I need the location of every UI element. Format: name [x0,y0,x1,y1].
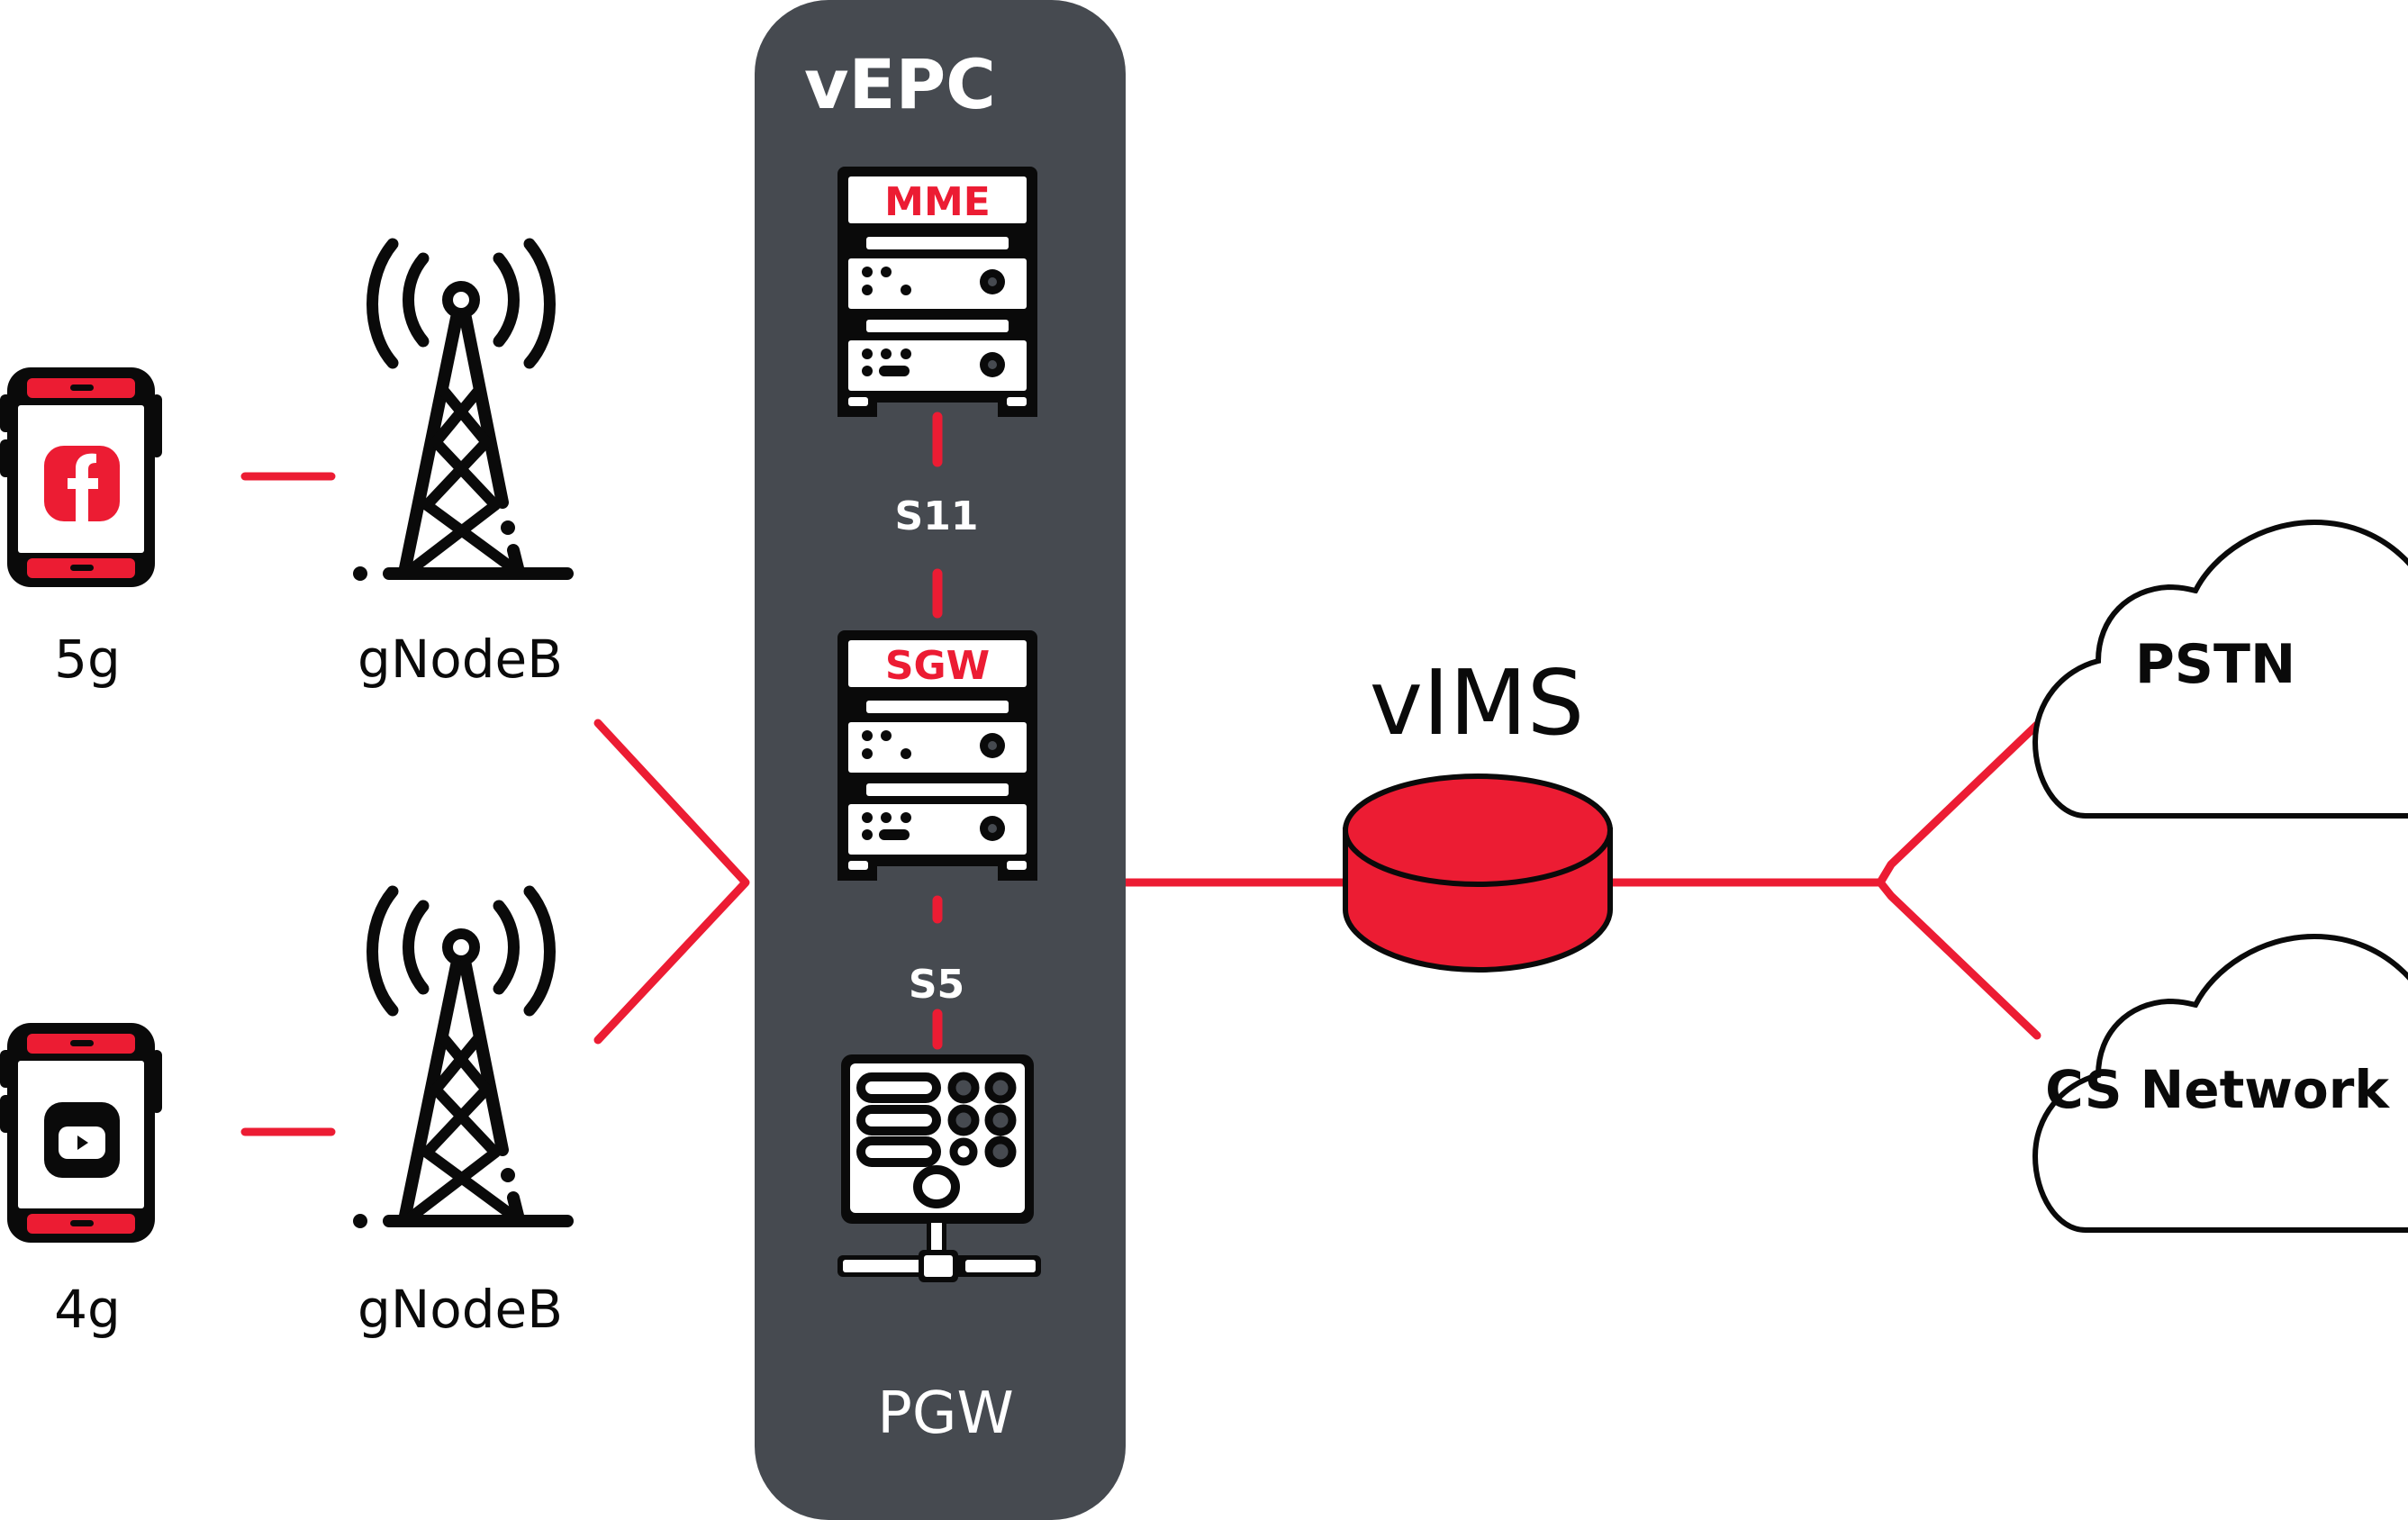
device-5g[interactable] [0,367,162,587]
network-server-icon [837,1054,1041,1282]
vepc-panel: vEPC [755,0,1126,1520]
gnodeb-1-label: gNodeB [358,629,563,690]
vepc-title: vEPC [804,44,996,124]
gnodeb-1[interactable]: gNodeB [353,244,567,690]
pgw-label: PGW [877,1380,1013,1447]
cs-network-label: CS Network [2045,1059,2390,1120]
gnodeb-2-label: gNodeB [358,1279,563,1340]
device-5g-label: 5g [54,629,121,690]
cell-tower-icon [353,244,567,581]
pstn-label: PSTN [2135,633,2295,696]
interface-s11-label: S11 [895,493,979,539]
youtube-play-icon [44,1102,120,1178]
vims[interactable]: vIMS [1343,650,1613,973]
external-cs-network[interactable]: CS Network [2035,936,2408,1230]
node-sgw[interactable]: SGW [837,630,1037,890]
device-4g-label: 4g [54,1279,121,1340]
facebook-icon [44,446,120,521]
interface-s5-label: S5 [909,962,964,1008]
connections [240,472,2041,1136]
gnodeb-2[interactable]: gNodeB [353,891,567,1340]
cell-tower-icon [353,891,567,1228]
smartphone-facebook-icon [0,367,162,587]
mme-label: MME [884,179,991,225]
link-junction-to-pstn [1876,720,2041,887]
database-cylinder-icon [1343,774,1613,973]
node-pgw[interactable]: PGW [837,1054,1041,1447]
sgw-label: SGW [885,643,990,689]
device-4g[interactable] [0,1023,162,1243]
node-mme[interactable]: MME [837,167,1037,426]
smartphone-youtube-icon [0,1023,162,1243]
vims-label: vIMS [1370,650,1584,755]
link-junction-to-cs-network [1876,878,2041,1040]
link-gnodebs-to-vepc [593,719,750,1045]
external-pstn[interactable]: PSTN [2035,522,2408,816]
